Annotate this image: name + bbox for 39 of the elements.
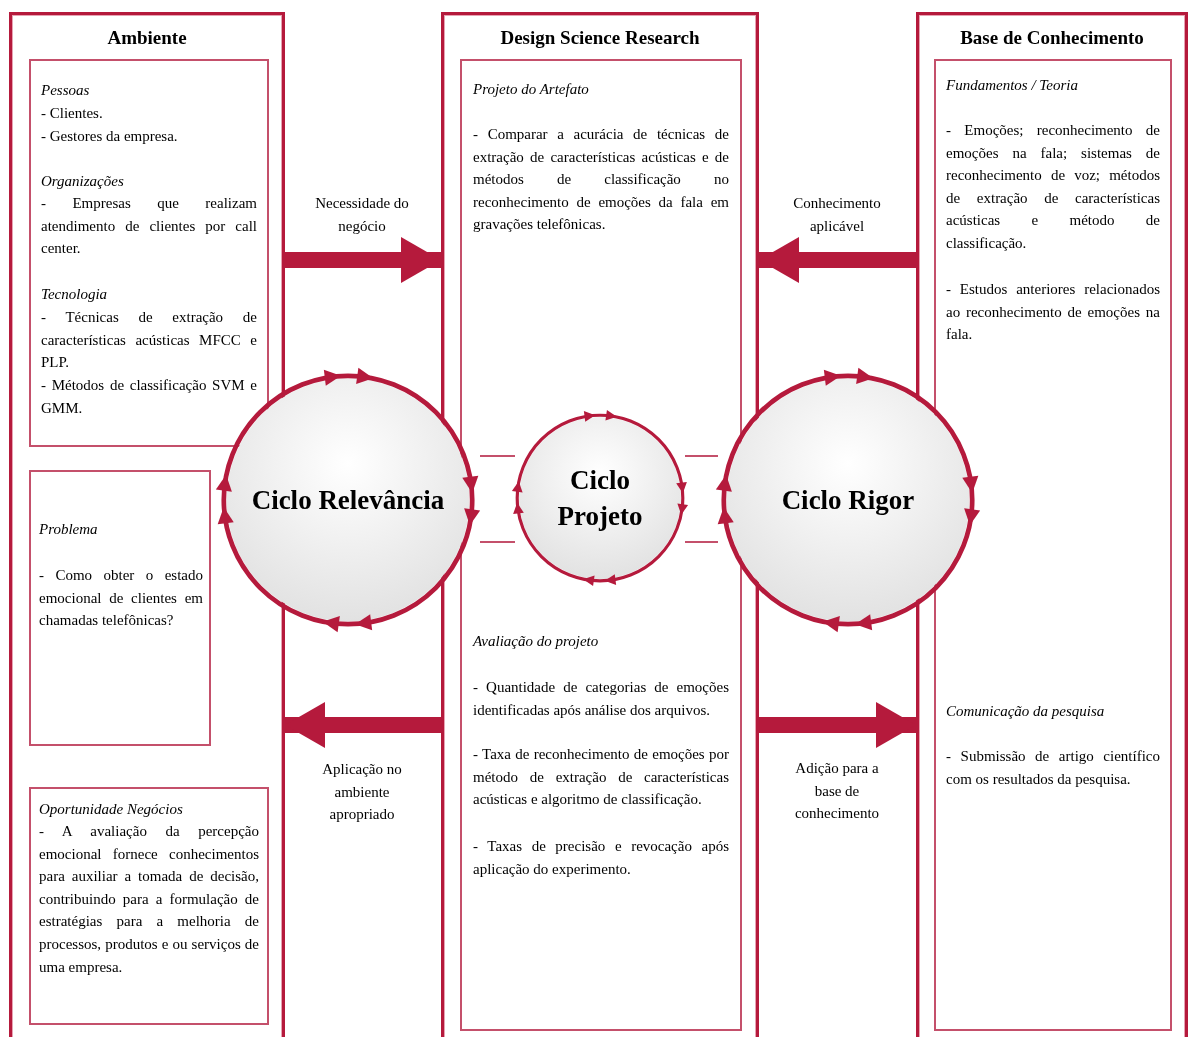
body-text: - Taxa de reconhecimento de emoções por método de extração de características acústicas e algoritmo de classificação. <box>473 745 729 810</box>
body-text: - Empresas que realizam atendimento de clientes por call center. <box>41 194 257 259</box>
section-heading: Avaliação do projeto <box>473 632 600 651</box>
section-heading: Oportunidade Negócios <box>39 800 184 819</box>
column-title: Base de Conhecimento <box>959 26 1145 50</box>
section-heading: Tecnologia <box>41 285 109 304</box>
text-box <box>460 59 742 1031</box>
section-heading: Projeto do Artefato <box>473 80 590 99</box>
column-title: Design Science Research <box>499 26 701 50</box>
text-box <box>934 59 1172 1031</box>
section-heading: Fundamentos / Teoria <box>946 76 1079 95</box>
body-text: - Taxas de precisão e revocação após aplicação do experimento. <box>473 837 729 879</box>
body-text: - Comparar a acurácia de técnicas de extração de características acústicas e de métodos de classificação no reconhecimento de emoções da fala em gravações telefônicas. <box>473 125 729 235</box>
body-text: - Gestores da empresa. <box>41 127 179 146</box>
text-box <box>29 787 269 1025</box>
section-heading: Problema <box>39 520 99 539</box>
arrow <box>285 702 441 748</box>
body-text: - Estudos anteriores relacionados ao reconhecimento de emoções na fala. <box>946 280 1160 345</box>
arrow <box>285 237 441 283</box>
body-text: - Submissão de artigo científico com os resultados da pesquisa. <box>946 747 1160 789</box>
section-heading: Comunicação da pesquisa <box>946 702 1106 721</box>
section-heading: Pessoas <box>41 81 91 100</box>
cycle-title: Ciclo Relevância <box>250 484 446 517</box>
body-text: - Clientes. <box>41 104 104 123</box>
text-box <box>29 470 211 746</box>
cycle-title: Ciclo Rigor <box>780 484 916 517</box>
arrow <box>759 237 916 283</box>
body-text: - Métodos de classificação SVM e GMM. <box>41 376 257 418</box>
text-box <box>29 59 269 447</box>
body-text: - A avaliação da percepção emocional fornece conhecimentos para auxiliar a tomada de decisão, contribuindo para a formulação de estratégias para a melhoria de processos, produtos e ou serviços de uma empresa. <box>39 822 259 977</box>
body-text: - Como obter o estado emocional de clientes em chamadas telefônicas? <box>39 566 203 631</box>
section-heading: Organizações <box>41 172 125 191</box>
body-text: - Técnicas de extração de características acústicas MFCC e PLP. <box>41 308 257 373</box>
body-text: - Quantidade de categorias de emoções identificadas após análise dos arquivos. <box>473 678 729 720</box>
column-title: Ambiente <box>106 26 188 50</box>
arrow <box>759 702 916 748</box>
body-text: - Emoções; reconhecimento de emoções na fala; sistemas de reconhecimento de voz; métodos de extração de características acústicas e método de classificação. <box>946 121 1160 253</box>
cycle-title: Ciclo Projeto <box>556 464 644 533</box>
column-panel <box>916 12 1188 1037</box>
